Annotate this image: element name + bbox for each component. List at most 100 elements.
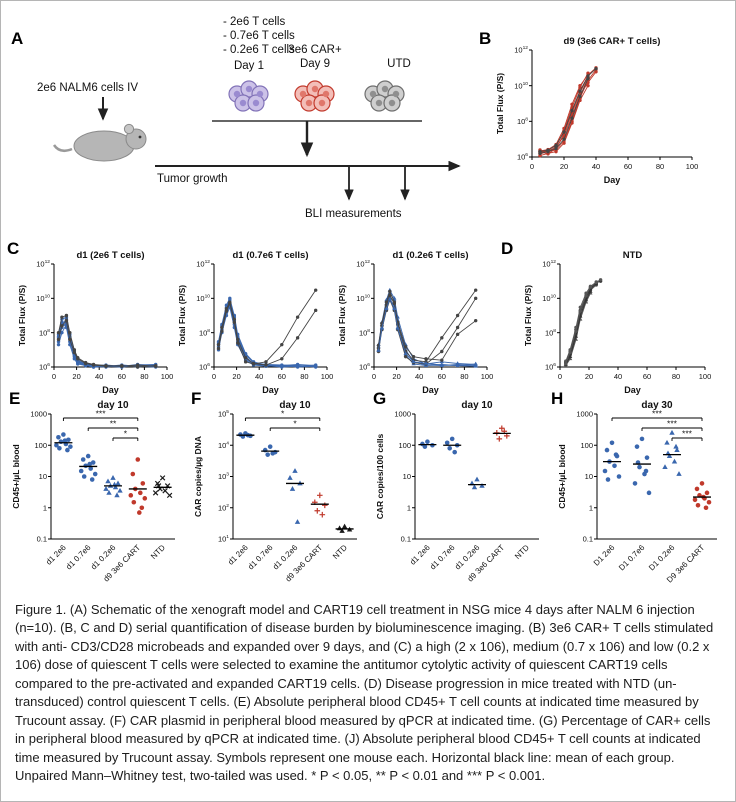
svg-text:40: 40: [614, 372, 622, 381]
svg-text:60: 60: [438, 372, 446, 381]
svg-text:60: 60: [118, 372, 126, 381]
svg-text:108: 108: [545, 328, 556, 338]
panel-letter-c: C: [7, 239, 20, 258]
utd-cell-cluster-icon: [364, 80, 405, 112]
svg-text:1: 1: [43, 503, 47, 512]
svg-text:0: 0: [212, 372, 216, 381]
svg-text:100: 100: [481, 372, 494, 381]
svg-text:80: 80: [672, 372, 680, 381]
svg-text:Total Flux (P/S): Total Flux (P/S): [337, 285, 347, 346]
svg-text:1000: 1000: [394, 410, 411, 419]
svg-text:80: 80: [140, 372, 148, 381]
svg-text:***: ***: [652, 409, 663, 419]
day9-label: Day 9: [300, 58, 330, 70]
svg-text:1000: 1000: [30, 410, 47, 419]
svg-text:d1 (0.2e6 T cells): d1 (0.2e6 T cells): [392, 250, 468, 261]
svg-text:100: 100: [34, 441, 47, 450]
svg-text:Total Flux (P/S): Total Flux (P/S): [523, 285, 533, 346]
panel-letter-g: G: [373, 389, 387, 408]
svg-text:CD45+/µL blood: CD45+/µL blood: [11, 444, 21, 509]
utd-label: UTD: [387, 58, 411, 70]
svg-text:10: 10: [39, 472, 47, 481]
svg-text:20: 20: [232, 372, 240, 381]
svg-text:*: *: [124, 429, 128, 439]
svg-text:day 10: day 10: [97, 400, 129, 411]
svg-text:108: 108: [517, 116, 528, 126]
mouse-icon: [52, 123, 147, 162]
svg-text:d1 2e6: d1 2e6: [408, 543, 432, 567]
svg-text:***: ***: [96, 409, 107, 419]
svg-text:D1 0.2e6: D1 0.2e6: [647, 543, 677, 573]
svg-text:101: 101: [218, 534, 229, 544]
dose-0-2e6-label: - 0.2e6 T cells: [223, 44, 295, 56]
svg-text:1: 1: [589, 503, 593, 512]
svg-text:***: ***: [682, 429, 693, 439]
svg-text:d1 0.7e6: d1 0.7e6: [428, 543, 457, 572]
svg-text:Day: Day: [624, 385, 641, 395]
svg-text:1000: 1000: [576, 410, 593, 419]
svg-text:day 30: day 30: [641, 400, 673, 411]
svg-text:NTD: NTD: [331, 543, 349, 561]
svg-text:0: 0: [530, 162, 534, 171]
svg-text:108: 108: [359, 328, 370, 338]
svg-text:Day: Day: [604, 175, 621, 185]
svg-text:day 10: day 10: [279, 400, 311, 411]
svg-text:d1 2e6: d1 2e6: [44, 543, 68, 567]
svg-text:108: 108: [199, 328, 210, 338]
figure-caption: Figure 1. (A) Schematic of the xenograft…: [15, 602, 714, 784]
bli-label: BLI measurements: [305, 208, 402, 220]
svg-text:d9 (3e6 CAR+ T cells): d9 (3e6 CAR+ T cells): [564, 36, 661, 47]
svg-text:NTD: NTD: [513, 543, 531, 561]
svg-text:CD45+/µL blood: CD45+/µL blood: [557, 444, 567, 509]
svg-text:D1 0.7e6: D1 0.7e6: [617, 543, 647, 573]
panel-letter-f: F: [191, 389, 202, 408]
svg-text:d1 0.7e6: d1 0.7e6: [64, 543, 93, 572]
svg-text:**: **: [110, 419, 117, 429]
svg-text:1010: 1010: [196, 293, 210, 303]
svg-text:NTD: NTD: [149, 543, 167, 561]
svg-text:100: 100: [398, 441, 411, 450]
dose-0-7e6-label: - 0.7e6 T cells: [223, 30, 295, 42]
svg-text:1012: 1012: [514, 45, 528, 55]
day1-label: Day 1: [234, 60, 264, 72]
svg-text:80: 80: [656, 162, 664, 171]
svg-text:106: 106: [545, 362, 556, 372]
svg-text:60: 60: [278, 372, 286, 381]
svg-text:1010: 1010: [514, 81, 528, 91]
svg-text:40: 40: [255, 372, 263, 381]
panel-letter-b: B: [479, 29, 492, 48]
svg-text:Total Flux (P/S): Total Flux (P/S): [17, 285, 27, 346]
svg-text:60: 60: [643, 372, 651, 381]
svg-text:0.1: 0.1: [583, 535, 593, 544]
svg-text:20: 20: [392, 372, 400, 381]
svg-text:1012: 1012: [196, 259, 210, 269]
svg-text:1012: 1012: [356, 259, 370, 269]
svg-text:106: 106: [39, 362, 50, 372]
svg-text:0.1: 0.1: [37, 535, 47, 544]
svg-text:1010: 1010: [542, 293, 556, 303]
svg-text:d1 2e6: d1 2e6: [226, 543, 250, 567]
nalm6-label: 2e6 NALM6 cells IV: [37, 82, 138, 94]
svg-text:100: 100: [580, 441, 593, 450]
svg-text:d1 (0.7e6 T cells): d1 (0.7e6 T cells): [232, 250, 308, 261]
svg-text:1010: 1010: [36, 293, 50, 303]
tumor-growth-label: Tumor growth: [157, 173, 228, 185]
svg-text:106: 106: [199, 362, 210, 372]
svg-text:day 10: day 10: [461, 400, 493, 411]
panel-letter-e: E: [9, 389, 21, 408]
car-dose-label: 3e6 CAR+: [288, 44, 342, 56]
svg-text:1012: 1012: [36, 259, 50, 269]
svg-text:100: 100: [686, 162, 699, 171]
panel-a-svg: - 2e6 T cells - 0.7e6 T cells - 0.2e6 T …: [37, 16, 461, 220]
svg-text:Day: Day: [422, 385, 439, 395]
svg-text:0: 0: [558, 372, 562, 381]
car-t-cell-cluster-day9-icon: [294, 80, 335, 112]
svg-text:100: 100: [161, 372, 174, 381]
